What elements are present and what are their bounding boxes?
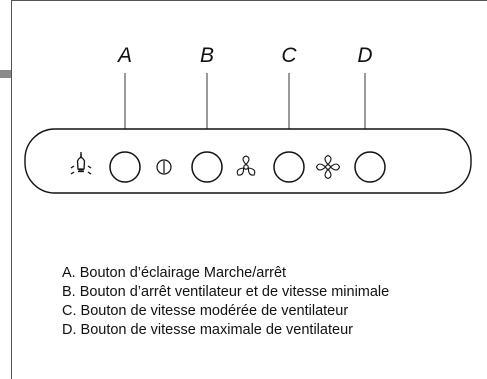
legend-item-d: D. Bouton de vitesse maximale de ventila… bbox=[62, 322, 353, 338]
legend-item-a: A. Bouton d’éclairage Marche/arrêt bbox=[62, 265, 287, 281]
callout-b: B bbox=[199, 44, 215, 67]
callout-c: C bbox=[281, 44, 297, 67]
button-c[interactable] bbox=[273, 151, 305, 183]
callout-d: D bbox=[357, 44, 373, 67]
fan-high-icon bbox=[315, 154, 341, 180]
button-a[interactable] bbox=[109, 151, 141, 183]
legend-item-b: B. Bouton d’arrêt ventilateur et de vite… bbox=[62, 284, 390, 300]
legend: A. Bouton d’éclairage Marche/arrêt B. Bo… bbox=[62, 264, 389, 340]
frame-tab bbox=[0, 70, 11, 78]
button-d[interactable] bbox=[354, 151, 386, 183]
fan-low-icon bbox=[236, 155, 256, 176]
power-icon bbox=[156, 159, 172, 175]
callout-a: A bbox=[117, 44, 133, 67]
button-b[interactable] bbox=[191, 151, 223, 183]
light-bulb-icon bbox=[70, 152, 92, 175]
legend-item-c: C. Bouton de vitesse modérée de ventilat… bbox=[62, 303, 349, 319]
